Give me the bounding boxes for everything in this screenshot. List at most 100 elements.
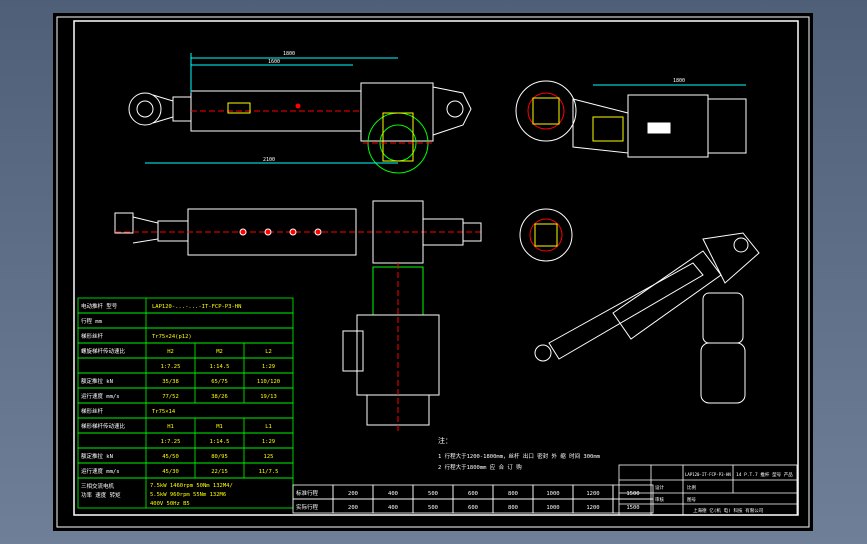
spec-cell-value: 1:14.5	[210, 364, 230, 370]
title-block-cell-check: 审核	[655, 496, 664, 503]
rod-eye-outer	[128, 92, 162, 126]
spec-cell-value: M1	[216, 424, 223, 430]
iso-rod	[548, 262, 704, 360]
side-flange-outer	[515, 80, 577, 142]
title-block	[618, 464, 798, 516]
spec-motor-label: 三相交流电机	[81, 482, 115, 490]
stroke-value: 500	[428, 491, 438, 497]
drawing-canvas: 1800 1600 2100 1800	[56, 16, 810, 528]
stroke-value: 500	[428, 505, 438, 511]
inner-border	[73, 20, 799, 516]
tube-port	[295, 103, 301, 109]
drawing-sheet: 1800 1600 2100 1800	[53, 13, 813, 531]
vertical-terminal-box	[342, 330, 364, 372]
iso-motor-upper	[702, 292, 744, 344]
side-motor-plate	[647, 122, 671, 134]
rear-clevis	[432, 86, 472, 136]
spec-cell-value: 65/75	[211, 379, 228, 385]
spec-motor-line: 400V 50Hz B5	[150, 501, 190, 507]
spec-cell-value: L2	[265, 349, 272, 355]
spec-row-label: 梯形梯杆传动速比	[81, 422, 126, 430]
notes-line-2: 2 行程大于1800mm 应 合 订 购	[438, 463, 522, 471]
spec-row-frame	[77, 402, 294, 419]
plan-view	[114, 200, 483, 433]
iso-rod-eye	[534, 344, 552, 362]
stroke-value: 1000	[546, 505, 559, 511]
plan-hole-2	[264, 228, 272, 236]
spec-row-label: 梯形丝杆	[81, 407, 104, 415]
side-coupler	[592, 116, 624, 142]
stroke-value-cell	[612, 498, 654, 514]
section-inner	[529, 218, 563, 252]
stroke-value: 600	[468, 505, 478, 511]
spec-row-frame	[77, 357, 294, 374]
spec-cell-value: 80/95	[211, 454, 228, 460]
gear-housing	[360, 82, 434, 142]
rod-eye-inner	[136, 100, 154, 118]
title-block-company: 上海德 亿(机 电) 科技 有限公司	[693, 507, 763, 514]
notes-line-1: 1 行程大于1200-1800mm，丝杆 出口 密封 外 缩 时间 300mm	[438, 452, 601, 460]
stroke-row-label: 标准行程	[296, 489, 319, 497]
plan-hole-3	[289, 228, 297, 236]
spec-cell-value: 1:7.25	[161, 439, 181, 445]
stroke-value: 200	[348, 505, 358, 511]
spec-cell-value: 1:7.25	[161, 364, 181, 370]
stroke-value: 600	[468, 491, 478, 497]
spec-cell-value: 77/52	[162, 394, 179, 400]
spec-cell-value: 19/13	[260, 394, 277, 400]
stroke-value: 1500	[626, 491, 639, 497]
dim-text-right: 1800	[673, 78, 685, 84]
section-outer	[519, 208, 573, 262]
stroke-value: 1000	[546, 491, 559, 497]
spec-cell-value: 110/120	[257, 379, 280, 385]
spec-cell-value: 11/7.5	[259, 469, 279, 475]
title-block-title: 14 P.T.7 推杆 型号 产品	[736, 471, 793, 478]
spec-row-label: 行程 mm	[81, 317, 103, 325]
title-block-cell-design: 设计	[655, 484, 664, 491]
stroke-value: 800	[508, 505, 518, 511]
title-block-drawing-no: LAP120-IT-FCP-P3-HN	[685, 472, 731, 477]
rear-clevis-hole	[446, 100, 464, 118]
spec-motor-line: 7.5kW 1460rpm 50Nm 132M4/	[150, 483, 233, 489]
spec-row-label: 运行速度 mm/s	[81, 467, 120, 475]
spec-cell-value: 1:29	[262, 439, 275, 445]
front-view-top	[128, 53, 472, 174]
side-neck	[572, 98, 629, 154]
spec-row-label: 运行速度 mm/s	[81, 392, 120, 400]
rod-eye-neck	[152, 94, 174, 124]
title-block-frame	[618, 464, 798, 516]
spec-row-value: Tr75×24(p12)	[152, 334, 192, 340]
spec-cell-value: M2	[216, 349, 223, 355]
stroke-value: 800	[508, 491, 518, 497]
side-flange-inner	[527, 92, 565, 130]
plan-hole-1	[239, 228, 247, 236]
stroke-row-label: 实际行程	[296, 503, 319, 511]
spec-cell-value: 22/15	[211, 469, 228, 475]
spec-cell-value: 1:29	[262, 364, 275, 370]
spec-row-label: 螺旋梯杆传动速比	[81, 347, 126, 355]
spec-row-label: 额定推拉 kN	[81, 452, 113, 460]
stroke-value: 400	[388, 505, 398, 511]
plan-rod-eye	[114, 212, 134, 234]
spec-row-label: 梯形丝杆	[81, 332, 104, 340]
section-view	[519, 208, 573, 262]
plan-rear-pin	[462, 222, 482, 242]
stroke-value: 400	[388, 491, 398, 497]
spec-motor-line: 5.5kW 960rpm 55Nm 132M6	[150, 492, 226, 498]
spec-cell-value: 38/26	[211, 394, 228, 400]
iso-clevis-hole	[733, 237, 749, 253]
dim-text-bottom: 2100	[263, 157, 275, 163]
side-motor-cap	[707, 98, 747, 154]
stroke-value: 1200	[586, 505, 599, 511]
iso-head	[702, 232, 760, 284]
spec-cell-value: 45/50	[162, 454, 179, 460]
spec-cell-value: 1:14.5	[210, 439, 230, 445]
section-core	[534, 223, 558, 247]
spec-cell-value: 45/30	[162, 469, 179, 475]
dim-text-a: 1600	[268, 59, 280, 65]
spec-cell-value: 125	[264, 454, 274, 460]
iso-motor-lower	[700, 342, 746, 404]
